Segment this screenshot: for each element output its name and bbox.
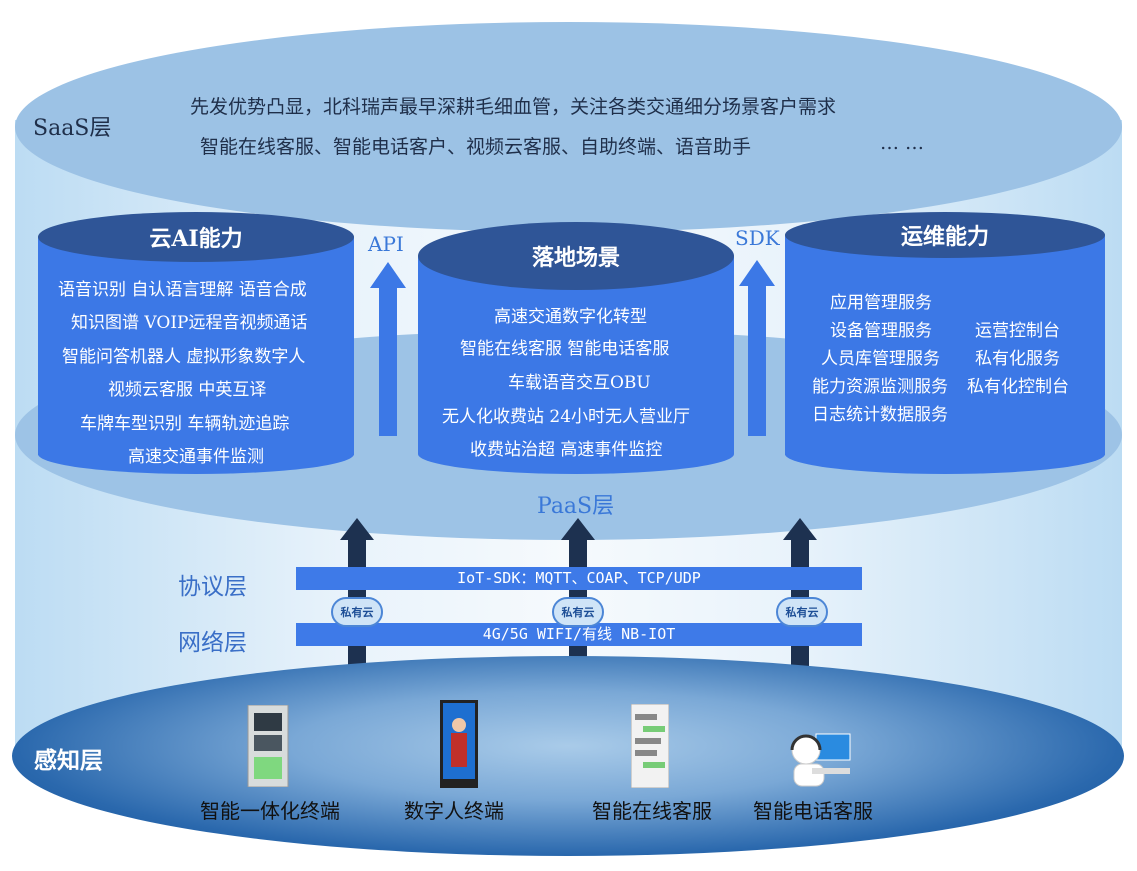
- ops-service: 人员库管理服务: [821, 349, 940, 369]
- scene-line: 车载语音交互OBU: [508, 373, 651, 393]
- scene-line: 高速交通数字化转型: [494, 307, 647, 327]
- scene-line: 无人化收费站 24小时无人营业厅: [442, 407, 691, 427]
- protocol-layer-label: 协议层: [178, 574, 247, 600]
- saas-ellipsis: … …: [880, 132, 925, 154]
- scene-title: 落地场景: [418, 222, 734, 290]
- paas-label: PaaS层: [537, 494, 615, 519]
- device-label: 智能在线客服: [592, 799, 712, 823]
- network-bar: 4G/5G WIFI/有线 NB-IOT: [296, 623, 862, 646]
- kiosk-terminal-icon: [247, 705, 289, 787]
- saas-label: SaaS层: [33, 116, 112, 141]
- ops-service: 私有化控制台: [967, 377, 1069, 397]
- scene-line: 收费站治超 高速事件监控: [470, 440, 663, 460]
- ai-line: 视频云客服 中英互译: [108, 380, 267, 400]
- ops-service: 日志统计数据服务: [812, 405, 948, 425]
- digital-human-terminal-icon: [440, 700, 478, 788]
- saas-layer-ellipse: [15, 22, 1122, 232]
- online-service-phone-icon: [631, 704, 669, 788]
- ai-title: 云AI能力: [38, 212, 354, 262]
- perception-label: 感知层: [34, 748, 103, 774]
- ops-service: 设备管理服务: [830, 321, 932, 341]
- sdk-label: SDK: [735, 226, 780, 250]
- ai-line: 知识图谱 VOIP远程音视频通话: [71, 313, 308, 333]
- api-label: API: [368, 232, 404, 256]
- ops-service: 能力资源监测服务: [812, 377, 948, 397]
- scenario-cylinder: 落地场景 高速交通数字化转型 智能在线客服 智能电话客服 车载语音交互OBU 无…: [418, 222, 734, 474]
- ops-capability-cylinder: 运维能力 应用管理服务 设备管理服务 人员库管理服务 能力资源监测服务 日志统计…: [785, 212, 1105, 474]
- private-cloud-icon: 私有云: [552, 587, 604, 627]
- perception-layer-ellipse: [12, 656, 1124, 856]
- scene-line: 智能在线客服 智能电话客服: [460, 339, 670, 359]
- network-layer-label: 网络层: [178, 630, 247, 656]
- api-arrow-icon: [370, 262, 406, 436]
- device-label: 智能一体化终端: [200, 799, 340, 823]
- ops-service: 私有化服务: [975, 349, 1060, 369]
- ai-line: 智能问答机器人 虚拟形象数字人: [62, 347, 306, 367]
- device-label: 数字人终端: [404, 799, 504, 823]
- saas-line2: 智能在线客服、智能电话客户、视频云客服、自助终端、语音助手: [200, 136, 752, 158]
- ops-title: 运维能力: [785, 212, 1105, 258]
- saas-line1: 先发优势凸显，北科瑞声最早深耕毛细血管，关注各类交通细分场景客户需求: [190, 96, 837, 118]
- ai-line: 车牌车型识别 车辆轨迹追踪: [80, 414, 290, 434]
- private-cloud-icon: 私有云: [331, 587, 383, 627]
- ai-line: 高速交通事件监测: [128, 447, 264, 467]
- ops-service: 运营控制台: [975, 321, 1060, 341]
- device-label: 智能电话客服: [753, 799, 873, 823]
- ai-capability-cylinder: 云AI能力 语音识别 自认语言理解 语音合成 知识图谱 VOIP远程音视频通话 …: [38, 212, 354, 474]
- protocol-bar: IoT-SDK：MQTT、COAP、TCP/UDP: [296, 567, 862, 590]
- sdk-arrow-icon: [739, 260, 775, 436]
- phone-service-robot-icon: [790, 733, 851, 787]
- ai-line: 语音识别 自认语言理解 语音合成: [58, 280, 307, 300]
- ops-service: 应用管理服务: [830, 293, 932, 313]
- private-cloud-icon: 私有云: [776, 587, 828, 627]
